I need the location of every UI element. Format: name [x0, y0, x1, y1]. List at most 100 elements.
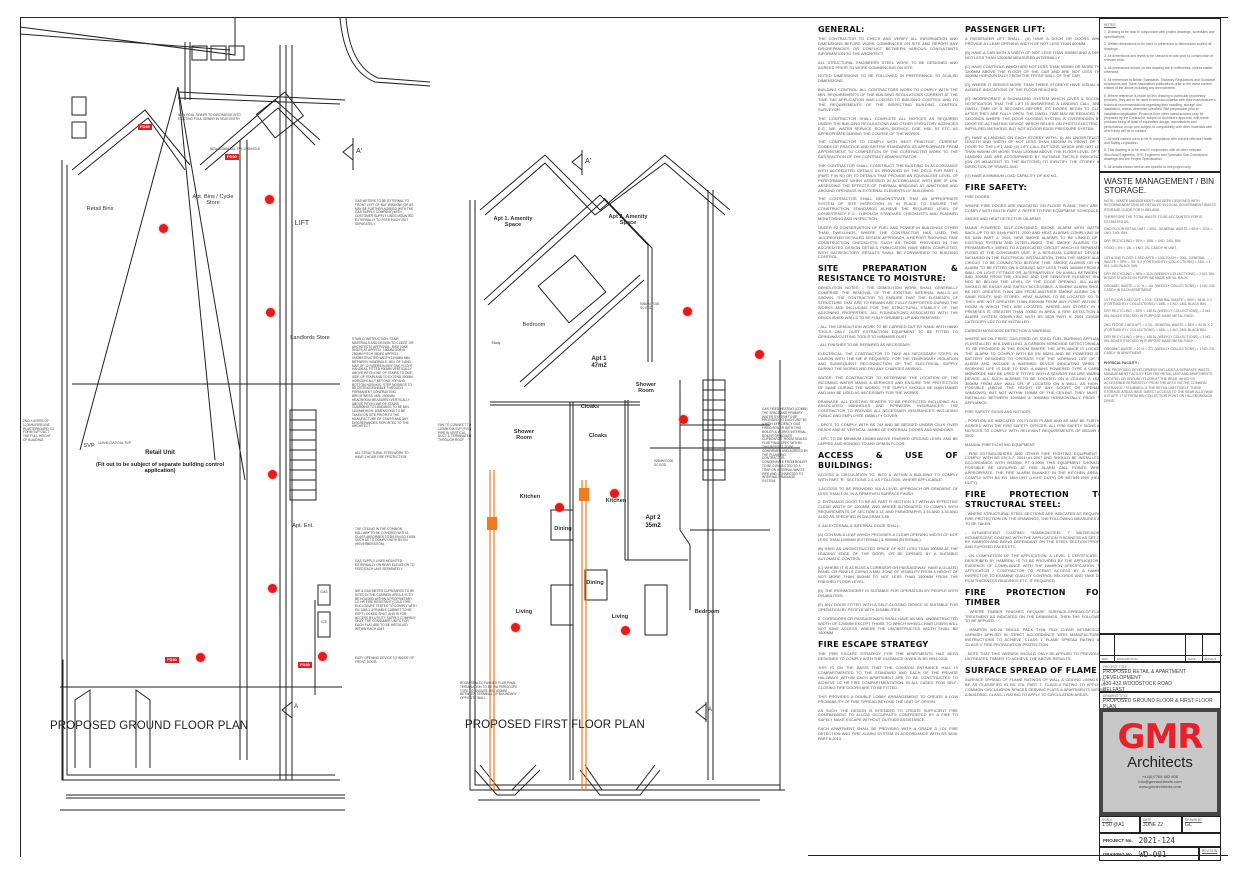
rev-header: REV [1102, 657, 1109, 661]
note-paragraph: THIS IS ON THE BASIS THAT THE COMMON ENT… [818, 665, 958, 690]
waste-note: DRY RECYCLING = 55% = 148.5L (WEEKLY COL… [1104, 334, 1212, 344]
note-paragraph: MANUAL FIRE FIGHTING EQUIPMENT [965, 441, 1035, 447]
project-address-line-1: 430-432 WOODSTOCK ROAD [1103, 681, 1172, 687]
website: www.gmrarchitects.com [1138, 784, 1182, 789]
waste-note: 1ST & 2nd FLOOR 1 BED APTS = 100L EACH =… [1104, 255, 1211, 269]
note-paragraph: WHERE FIRE DOORS ARE INDICATED ON FLOOR … [965, 202, 1105, 213]
sidebar-note: 5. All references to British Standards, … [1104, 77, 1216, 91]
heat-detector-icon [555, 503, 564, 512]
frame-left [20, 17, 21, 857]
ground-floor-plan-title: PROPOSED GROUND FLOOR PLAN [50, 720, 249, 732]
smoke-detector-icon [679, 415, 688, 424]
project-number-cell: PROJECT No. 2021-124 [1099, 833, 1221, 847]
contact-info: +44(0)7768 662 808 info@gmrarchitects.co… [1103, 774, 1217, 789]
drawn-by-label: DRAWN BY [1185, 818, 1203, 822]
fireline-note: 2No. LAYERS OF 12.5mm FIRELINE PLASTERBO… [23, 419, 55, 442]
first-floor-plan-title: PROPOSED FIRST FLOOR PLAN [465, 719, 645, 731]
shower-room2-label: Shower Room [635, 382, 657, 394]
note-paragraph: 1.ACCESS TO BE PROVIDED VIA A LEVEL APPR… [818, 485, 958, 496]
flue-note: ROOM SEALED FANNED FLUE FINAL TERMINATIO… [460, 681, 518, 701]
ice-cupboard-label: ICE [321, 620, 327, 624]
note-paragraph: UNDER F2 CONSERVATION OF FUEL AND POWER … [818, 225, 958, 260]
living2-label: Living [611, 614, 629, 620]
smoke-detector-icon [683, 307, 692, 316]
study-label: Study [491, 341, 501, 345]
note-paragraph: - ALL THE DEMOLITION WORK TO BE CARRIED … [818, 323, 958, 339]
logo-inner: GMR Architects +44(0)7768 662 808 info@g… [1103, 712, 1217, 812]
note-paragraph: SMOKE AND HEAT DETECTOR / ALARMS [965, 216, 1041, 222]
waste-note: FOOD = 5% = 15L = 1No. 23L CADDY IN UNIT… [1104, 246, 1177, 251]
apt1-area: 47m2 [591, 363, 607, 369]
waste-note: 1ST FLOOR 2 BED APT = 270L. GENERAL WAST… [1104, 297, 1212, 306]
bedroom1-label: Bedroom [522, 322, 546, 328]
retail-unit-label: Retail Unit [145, 450, 175, 456]
site-prep-heading: SITE PREPARATION & RESISTANCE TO MOISTUR… [818, 264, 958, 284]
apt2-label: Apt 2 [645, 515, 661, 521]
project-address-line-2: BELFAST [1103, 687, 1125, 693]
frame-top [20, 17, 1228, 18]
living1-label: Living [515, 609, 533, 615]
fire-door-tag: FD30 [225, 154, 239, 160]
lift-heading: PASSENGER LIFT: [965, 25, 1046, 34]
manhole-note: NEW 600MM DIA. PVC MANHOLE [210, 147, 261, 151]
fire-door-tag: FD30 [298, 662, 312, 668]
waste-note: NOTE : WASTE MANAGEMENT HAS BEEN DESIGNE… [1104, 199, 1216, 212]
svp-connect-note: FAN TO CONNECT TO 110mm Dia SVP (PVC) PI… [438, 423, 472, 443]
general-heading: GENERAL: [818, 25, 865, 34]
waste-management-title: WASTE MANAGEMENT / BIN STORAGE. [1104, 177, 1215, 195]
kitchen2-label: Kitchen [605, 498, 627, 504]
sidebar-note: 4. All dimensions shown on this drawing … [1104, 65, 1213, 75]
waste-note: ORGANIC WASTE = 10 % = 27L (WEEKLY COLLE… [1104, 346, 1215, 356]
apt1-amenity-label: Apt 1. Amenity Space [493, 216, 533, 228]
date-header: DATE [1188, 657, 1196, 661]
note-paragraph: ALL STRUCTURAL ENGINEERS STEEL WORK TO B… [818, 59, 958, 70]
sidebar-note: 1. Drawing to be read in conjunction wit… [1104, 30, 1215, 39]
note-paragraph: (E) INCORPORATE A SIGNALLING SYSTEM WHIC… [965, 96, 1105, 131]
smoke-detector-icon [621, 626, 630, 635]
note-paragraph: ACCESS & CIRCULATION TO, INTO & WITHIN A… [818, 471, 958, 482]
scale-value: 1:50 @A1 [1102, 822, 1125, 828]
note-paragraph: (B) HAVE A CAR WITH A WIDTH OF NOT LESS … [965, 49, 1105, 60]
smoke-detector-icon [511, 623, 520, 632]
smoke-detector-icon [265, 195, 274, 204]
note-paragraph: MAINS POWERED SELF-CONTAINED SMOKE ALARM… [965, 225, 1105, 324]
svp-note: 110mm Dia FOUL SVP [98, 441, 131, 445]
note-paragraph: - FIRE EXTINGUISHERS AND OTHER FIRE FIGH… [965, 450, 1105, 485]
note-paragraph: - WHERE STRUCTURAL STEEL SECTIONS ARE IN… [965, 510, 1105, 526]
note-paragraph: (D) WHERE IT SERVES MORE THAN THREE STOR… [965, 82, 1105, 93]
waste-note: THEREFORE THE TOTAL WASTE TO BE ACCOUNTE… [1104, 215, 1203, 224]
heat-detector-icon [196, 653, 205, 662]
note-paragraph: THE CONTRACTOR TO CHECK AND VERIFY ALL I… [818, 36, 958, 56]
note-paragraph: 2. ENTRANCE DOOR TO BE AS PART R SECTION… [818, 499, 958, 520]
sewer-note: NEW FOUL SEWER TO DISCHARGE INTO EXISTIN… [178, 113, 241, 121]
note-paragraph: - WHERE TIMBER FINISHES REQUIRE SURFACE-… [965, 608, 1105, 624]
gas-lines-note: GAS SUPPLY LINES MOUNTED EXTERNALLY ON R… [355, 559, 415, 571]
steel-protection-heading: FIRE PROTECTION TO STRUCTURAL STEEL: [965, 489, 1105, 509]
fire-door-note-2: 926mm FD30 SC EOD [654, 459, 674, 467]
notes-heading: NOTES [1104, 23, 1116, 27]
sidebar-note: 7. All work carried out is to be in comp… [1104, 136, 1213, 145]
surface-spread-heading: SURFACE SPREAD OF FLAME [965, 665, 1097, 675]
note-paragraph: - ALL FINISHES TO BE REPAIRED AS NECESSA… [818, 342, 911, 348]
note-paragraph: (B) HAVE AN UNOBSTRUCTED SPACE OF NOT LE… [818, 545, 958, 561]
lift-label: LIFT [294, 220, 310, 227]
apt-bins-label: Apt. Bins / Cycle Store [192, 194, 234, 206]
note-paragraph: THE CONTRACTOR SHALL COMPLETE ALL NOTICE… [818, 115, 958, 136]
drawing-title: PROPOSED GROUND FLOOR & FIRST FLOOR PLAN [1103, 698, 1213, 710]
note-paragraph: AS SUCH, THE DESIGN IS INTENDED TO CREAT… [818, 707, 958, 723]
note-paragraph: - ON COMPLETION OF THE APPLICATION, A LE… [965, 553, 1105, 583]
architect-logo-panel: GMR Architects +44(0)7768 662 808 info@g… [1099, 708, 1221, 816]
waste-note: 2ND FLOOR 2 BED APT = 270L. GENERAL WAST… [1104, 323, 1213, 332]
heat-detector-icon [318, 652, 327, 661]
waste-note: ORGANIC WASTE = 10 % = 14L (WEEKLY COLLE… [1104, 283, 1215, 293]
waste-note: DRY RECYCLING = 55% = 148.5L (WEEKLY COL… [1104, 309, 1212, 318]
landlords-store-label: Landlords Store [290, 335, 330, 341]
waste-note: DRY RECYCLING = 55% = 110L (WEEKLY COLLE… [1104, 271, 1215, 281]
note-paragraph: 3. AN EXTERNAL & INTERNAL DOOR SHALL:- [818, 523, 902, 529]
note-paragraph: - DPC TO BE MINIMUM 150mm ABOVE FINISHED… [818, 436, 958, 446]
drawing-number-cell: DRAWING No. WD-001 [1099, 847, 1199, 861]
apt2-amenity-label: Apt 2. Amenity Space [608, 214, 648, 226]
project-title-label: PROJECT TITLE [1103, 665, 1128, 669]
dining1-label: Dining [554, 526, 572, 532]
